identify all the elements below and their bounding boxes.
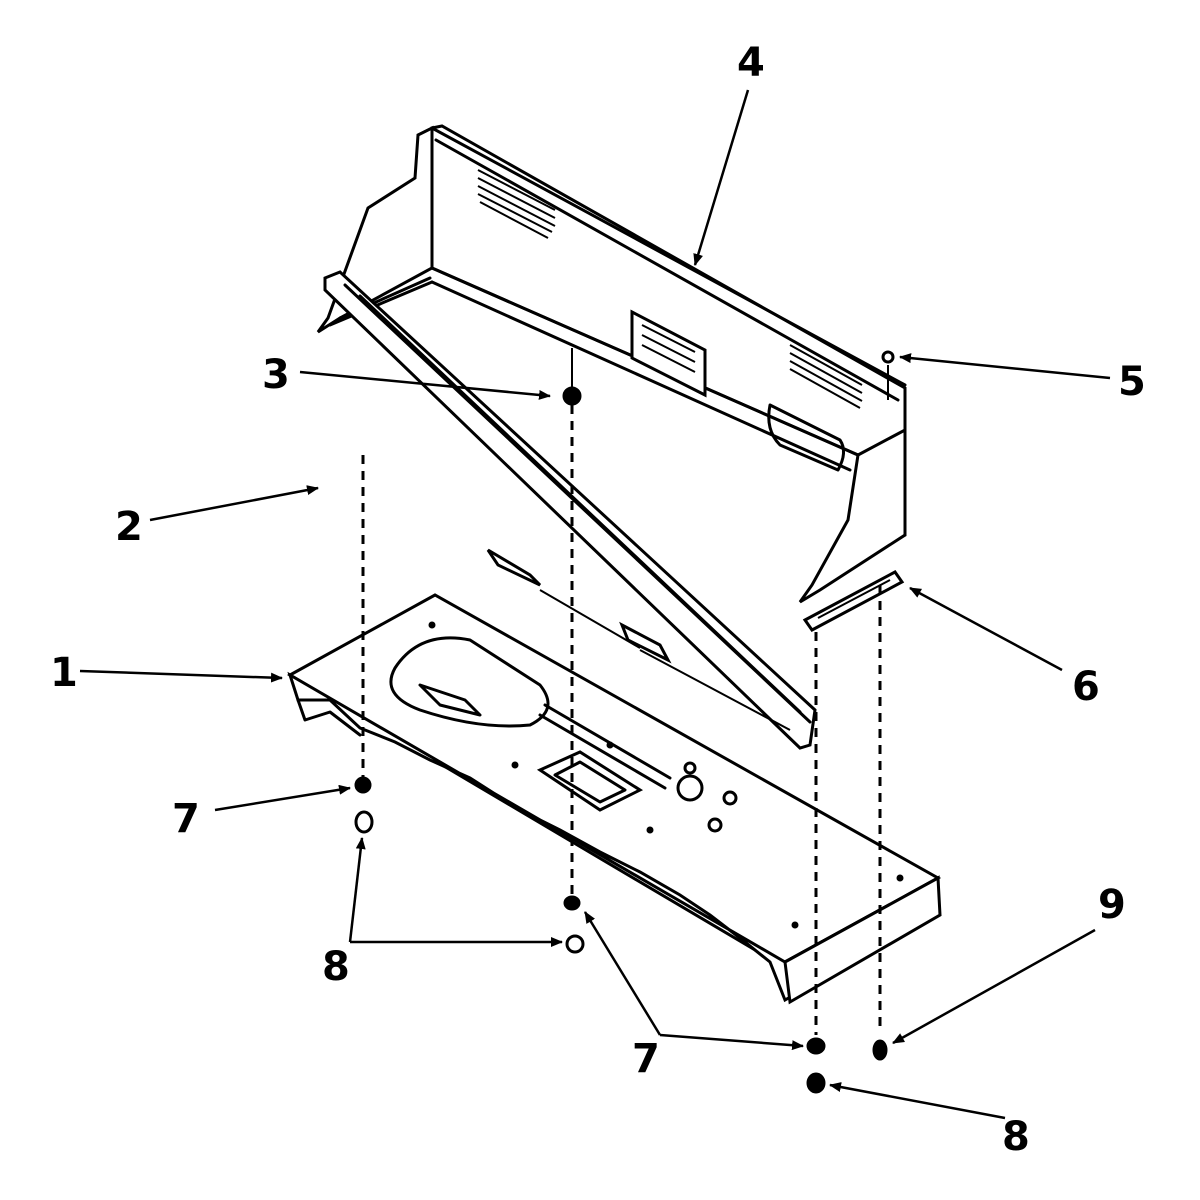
part-7-nut-left xyxy=(354,776,372,794)
part-9-screw xyxy=(872,1039,888,1061)
part-8-bolt-right xyxy=(806,1072,826,1094)
callout-labels: 1 2 3 4 5 6 7 8 7 8 9 xyxy=(50,40,1146,1160)
oval-recess xyxy=(389,636,550,728)
assembly-lines xyxy=(361,348,889,1035)
callout-7-left: 7 xyxy=(172,796,200,842)
part-5-screw xyxy=(881,350,895,364)
panel-cutout xyxy=(767,403,845,472)
callout-5: 5 xyxy=(1118,359,1146,405)
vent-slots-right xyxy=(789,344,863,409)
part-8-bolt-center xyxy=(565,934,585,954)
hole-large xyxy=(676,774,704,802)
part-3-nut xyxy=(562,386,582,406)
part-7-nut-center xyxy=(563,895,581,911)
hardware-fasteners xyxy=(354,350,895,1094)
part-7-nut-right xyxy=(806,1037,826,1055)
part-1-base-plate xyxy=(286,593,942,1005)
callout-8-right: 8 xyxy=(1002,1114,1030,1160)
part-6-strip xyxy=(802,570,905,632)
callout-3: 3 xyxy=(262,352,290,398)
part-2-rail xyxy=(323,270,817,750)
callout-6: 6 xyxy=(1072,664,1100,710)
callout-7-right: 7 xyxy=(632,1036,660,1082)
callout-9: 9 xyxy=(1098,882,1126,928)
leader-lines xyxy=(79,89,1111,1120)
callout-4: 4 xyxy=(737,40,765,86)
callout-8-left: 8 xyxy=(322,944,350,990)
center-vent-block xyxy=(630,309,707,398)
callout-1: 1 xyxy=(50,650,78,696)
vent-slots-left xyxy=(477,169,556,239)
callout-2: 2 xyxy=(115,504,143,550)
part-8-bolt-left xyxy=(354,810,374,834)
part-4-back-panel xyxy=(316,124,907,604)
